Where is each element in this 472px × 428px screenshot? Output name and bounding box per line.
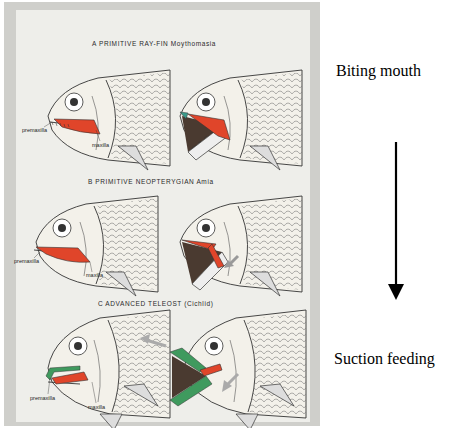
panel-heading: A PRIMITIVE RAY-FIN Moythomasia [92,40,216,47]
bone-label: premaxilla [14,258,39,264]
panel-heading: B PRIMITIVE NEOPTERYGIAN Amia [88,178,214,185]
stage-label: Suction feeding [334,350,435,368]
bone-label: maxilla [88,404,105,410]
panel-heading: C ADVANCED TELEOST (Cichlid) [98,300,213,307]
stage-label: Biting mouth [336,62,421,80]
bone-label: premaxilla [22,127,47,133]
bone-label: premaxilla [30,395,55,401]
bone-label: maxilla [86,272,103,278]
bone-label: maxilla [92,142,109,148]
